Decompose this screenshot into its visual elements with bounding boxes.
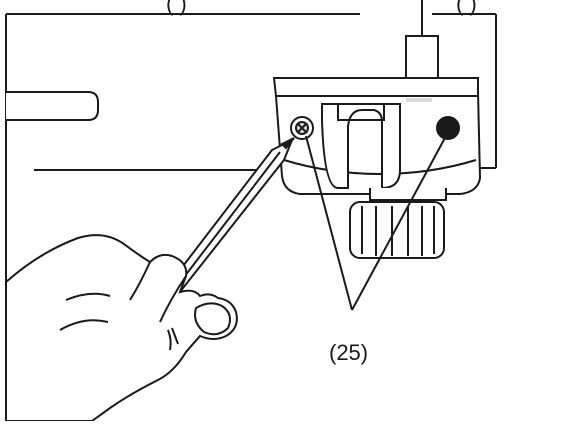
adjustment-knob <box>349 188 447 259</box>
callout-screw-holes-label: (25) <box>329 340 369 365</box>
hand-icon <box>5 234 238 422</box>
panel-slot <box>6 91 99 121</box>
screw-head-icon <box>290 116 314 140</box>
center-clip <box>321 103 401 190</box>
callout-leaders <box>305 135 447 311</box>
callout-top-left-label: ( ) <box>166 0 187 16</box>
callout-top-right-label: ( ) <box>456 0 477 16</box>
screw-hole-icon <box>436 116 460 140</box>
